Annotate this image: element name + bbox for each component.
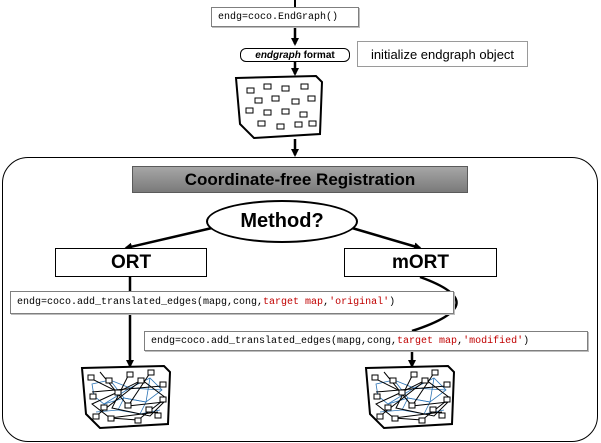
format-label-rest: format [300,49,335,61]
mort-code-suffix: ) [523,335,530,347]
ort-code-target: target map [263,297,324,308]
mort-code-prefix: endg=coco.add_translated_edges(mapg,cong… [151,335,398,347]
method-decision-label: Method? [240,210,324,232]
ort-code-suffix: ) [389,297,396,308]
format-label-italic: endgraph [255,49,301,61]
ort-code-prefix: endg=coco.add_translated_edges(mapg,cong… [17,297,264,308]
mort-code-target: target map [397,335,458,347]
init-note-box: initialize endgraph object [357,41,528,67]
section-title-bar: Coordinate-free Registration [132,166,468,193]
arrow-mort-curve [411,275,458,333]
ort-box: ORT [55,248,207,277]
method-decision-node: Method? [206,200,358,243]
ort-code-box: endg=coco.add_translated_edges(mapg,cong… [10,291,454,314]
empty-graph-icon [234,74,324,140]
mort-label: mORT [392,251,449,273]
ort-graph-icon [80,364,172,430]
mort-code-box: endg=coco.add_translated_edges(mapg,cong… [144,331,588,351]
init-note-text: initialize endgraph object [370,46,515,62]
format-label-box: endgraph format [240,48,350,62]
section-title: Coordinate-free Registration [184,169,416,189]
registration-panel [2,157,598,442]
mort-code-arg: 'modified' [463,335,524,347]
mort-code-sep: , [457,335,464,347]
ort-code-arg: 'original' [329,297,390,308]
mort-box: mORT [344,248,497,277]
arrow-method-to-mort [351,226,422,251]
init-code-box: endg=coco.EndGraph() [211,7,359,27]
init-code-text: endg=coco.EndGraph() [218,11,339,23]
arrow-method-to-ort [124,226,213,251]
mort-graph-icon [364,364,456,430]
ort-label: ORT [110,251,152,273]
ort-code-sep: , [323,297,330,308]
